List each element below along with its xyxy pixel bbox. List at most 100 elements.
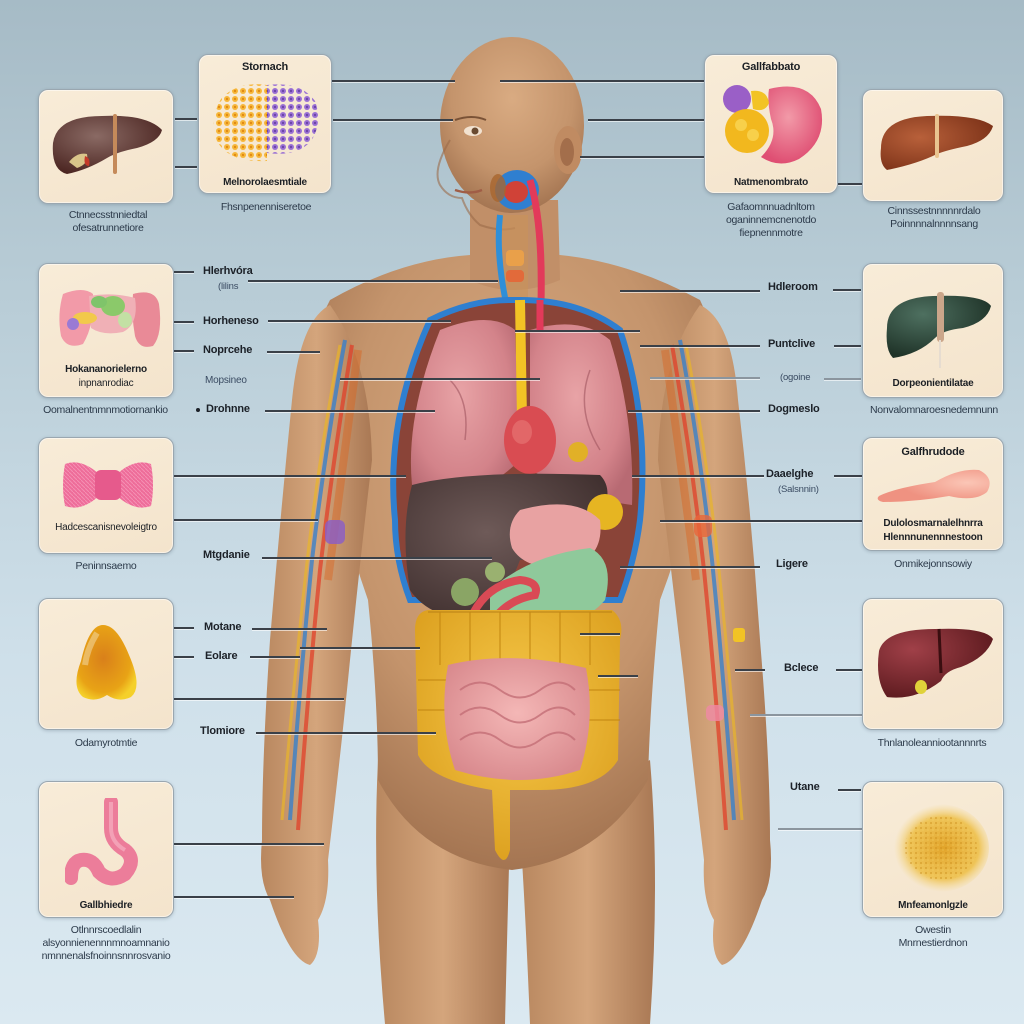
- intestine-icon: [59, 290, 161, 347]
- caption-stomach: Fhsnpenenniseretoe: [220, 201, 312, 213]
- leader-line: [515, 330, 640, 332]
- brain-halves-icon: [213, 84, 319, 162]
- leader-line: [174, 321, 194, 323]
- leader-line: [834, 475, 862, 477]
- leader-line: [333, 119, 453, 121]
- card-subtitle: Gallbhiedre: [79, 900, 133, 911]
- label-left-4: Mopsineo: [205, 375, 247, 386]
- caption-lower-left: Odamyrotmtie: [74, 737, 138, 749]
- liver-icon: [880, 114, 993, 170]
- leader-line: [838, 789, 861, 791]
- card-title: Gallfabbato: [741, 61, 801, 73]
- powder-icon: [889, 804, 989, 892]
- leader-line: [620, 290, 760, 292]
- bullet-icon: [196, 408, 200, 412]
- organ-card-liver-maroon: [862, 598, 1004, 730]
- leader-line: [834, 345, 861, 347]
- organ-card-liver-green: Dorpeonientilatae: [862, 263, 1004, 398]
- leader-line: [262, 557, 492, 559]
- label-left-3: Noprcehe: [203, 344, 253, 356]
- leader-line: [340, 378, 540, 380]
- organ-card-gland-amber: [38, 598, 174, 730]
- leader-line: [174, 896, 294, 898]
- label-right-2: Puntclive: [768, 338, 816, 350]
- leader-line: [174, 843, 324, 845]
- label-right-3: (ogoine: [780, 372, 811, 383]
- leader-line: [580, 633, 620, 635]
- leader-line: [598, 675, 638, 677]
- leader-line: [320, 80, 455, 82]
- card-subtitle: Dorpeonientilatae: [892, 378, 974, 389]
- leader-line: [620, 566, 760, 568]
- label-right-5-sub: (Salsnnin): [778, 484, 819, 495]
- caption-bottom-left: Otlnnrscoedlalin alsyonnienennnmnoamnani…: [41, 924, 171, 962]
- label-right-4: Dogmeslo: [768, 403, 820, 415]
- gland-icon: [76, 625, 137, 700]
- label-left-1-sub: (lilins: [218, 281, 239, 292]
- leader-line: [174, 627, 194, 629]
- organ-card-stomach: Stornach Melnorolaesmtiale: [198, 54, 332, 194]
- caption-top-left: Ctnnecsstnniedtal ofesatrunnetiore: [68, 209, 148, 234]
- liver-icon: [878, 628, 993, 698]
- leader-line: [580, 156, 705, 158]
- caption-mid-left-2: Peninnsaemo: [75, 560, 137, 572]
- leader-line: [265, 410, 435, 412]
- leader-line: [174, 698, 344, 700]
- liver-icon: [52, 114, 162, 174]
- leader-line: [750, 714, 862, 716]
- card-subtitle: Mnfeamonlgzle: [898, 900, 968, 911]
- label-right-6: Ligere: [776, 558, 808, 570]
- organ-card-gallbladder-mid: Galfhrudode Dulolosmarnalelhnrra Hlennnu…: [862, 437, 1004, 551]
- leader-line: [252, 628, 327, 630]
- leader-line: [175, 118, 197, 120]
- caption-gallbladder-mid: Onmikejonnsowiy: [894, 558, 972, 570]
- duodenum-icon: [65, 798, 138, 886]
- label-right-7: Bclece: [784, 662, 819, 674]
- leader-line: [174, 271, 194, 273]
- label-right-8: Utane: [790, 781, 820, 793]
- leader-line: [632, 475, 764, 477]
- label-left-7: Motane: [204, 621, 242, 633]
- label-left-5: Drohnne: [206, 403, 250, 415]
- card-subtitle-2: inpnanrodiac: [78, 378, 134, 389]
- leader-line: [300, 647, 420, 649]
- caption-mid-right-1: Nonvalomnaroesnedemnunn: [870, 404, 998, 416]
- leader-line: [735, 669, 765, 671]
- label-left-8: Eolare: [205, 650, 238, 662]
- card-title: Galfhrudode: [901, 446, 965, 458]
- leader-line: [256, 732, 436, 734]
- organ-card-intestine-multi: Hokananorielerno inpnanrodiac: [38, 263, 174, 398]
- leader-line: [640, 345, 760, 347]
- organ-card-tube-pink: Gallbhiedre: [38, 781, 174, 918]
- leader-line: [175, 166, 197, 168]
- label-left-2: Horheneso: [203, 315, 259, 327]
- leader-line: [833, 289, 861, 291]
- organ-card-liver-rust: [862, 89, 1004, 202]
- caption-top-right: Cinnssestnnnnnrdalo Poinnnnalnnnnsang: [887, 205, 981, 230]
- leader-line: [174, 475, 406, 477]
- leader-line: [836, 669, 862, 671]
- leader-line: [174, 656, 194, 658]
- leader-line: [248, 280, 498, 282]
- leader-line: [174, 350, 194, 352]
- organ-card-pink-bow: Hadcescanisnevoleigtro: [38, 437, 174, 554]
- card-subtitle: Melnorolaesmtiale: [223, 177, 307, 188]
- label-left-9: Tlomiore: [200, 725, 245, 737]
- leader-line: [250, 656, 300, 658]
- label-right-1: Hdleroom: [768, 281, 818, 293]
- card-subtitle: Hokananorielerno: [65, 364, 147, 375]
- leader-line: [628, 410, 760, 412]
- organ-card-liver-brown: [38, 89, 174, 204]
- card-subtitle: Dulolosmarnalelhnrra: [883, 518, 983, 529]
- label-left-1: Hlerhvóra: [203, 265, 253, 277]
- liver-icon: [886, 292, 991, 368]
- card-title: Stornach: [241, 61, 289, 73]
- leader-line: [838, 183, 862, 185]
- leader-line: [660, 520, 862, 522]
- leader-line: [824, 378, 861, 380]
- leader-line: [778, 828, 862, 830]
- leader-line: [650, 377, 760, 379]
- card-subtitle: Natmenombrato: [733, 177, 809, 188]
- label-left-6: Mtgdanie: [203, 549, 250, 561]
- bow-organ-icon: [63, 462, 153, 508]
